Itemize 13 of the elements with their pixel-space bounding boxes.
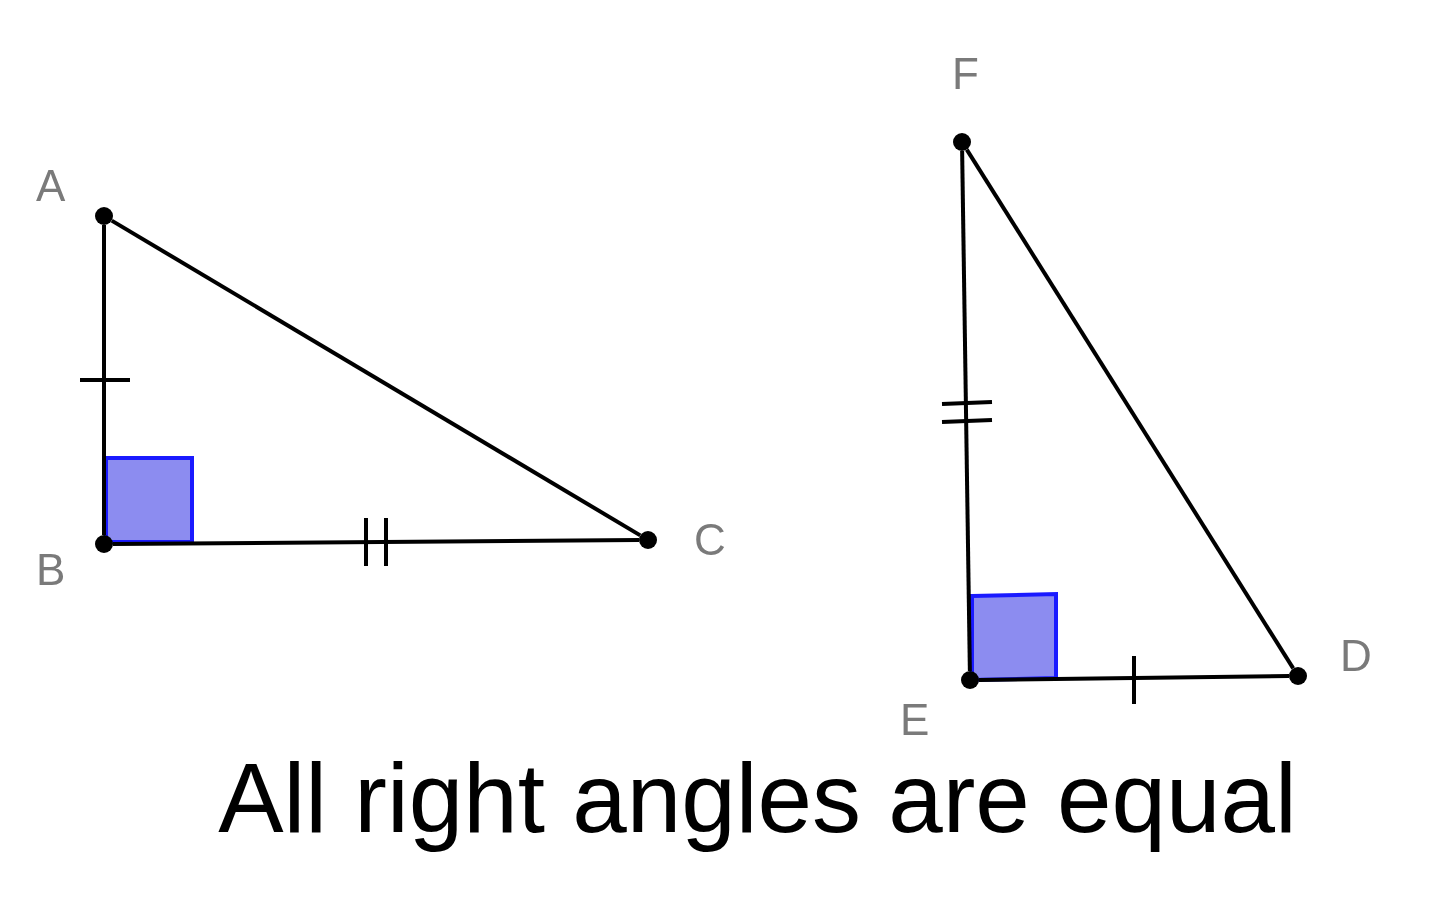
point-label: F	[952, 52, 979, 96]
point-label: B	[36, 548, 66, 592]
point-label: D	[1340, 634, 1372, 678]
line-segment	[978, 674, 1290, 682]
point-label: A	[36, 164, 66, 208]
line-segment	[965, 148, 1295, 670]
point-label: E	[900, 698, 930, 742]
line-segment	[102, 225, 106, 535]
line-segment	[110, 218, 642, 538]
line-segment	[960, 150, 972, 672]
caption: All right angles are equal	[218, 743, 1297, 853]
point-label: C	[694, 518, 726, 562]
line-segment	[113, 538, 639, 546]
